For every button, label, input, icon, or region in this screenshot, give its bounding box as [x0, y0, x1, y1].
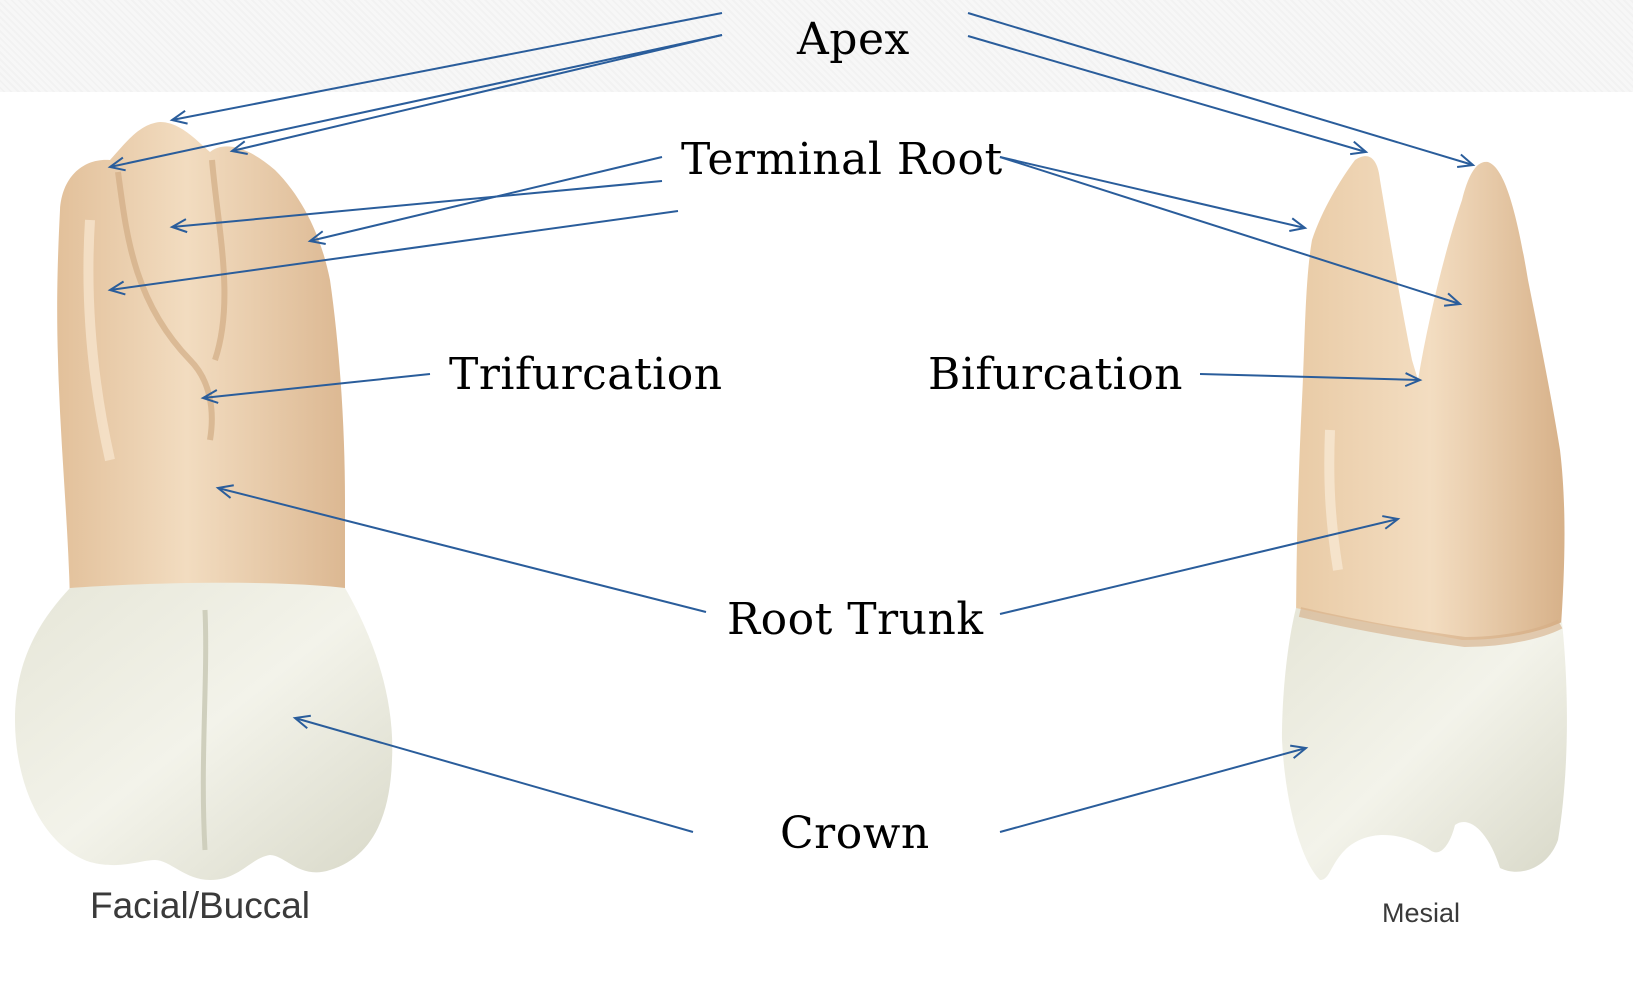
mesial-caption: Mesial	[1382, 898, 1460, 929]
terminal-root-arrow-4	[1000, 157, 1305, 228]
apex-label: Apex	[797, 18, 910, 62]
apex-arrow-2	[110, 35, 722, 167]
right-tooth-crown	[1282, 608, 1567, 880]
terminal-root-label: Terminal Root	[681, 138, 1003, 182]
terminal-root-arrow-5	[1000, 157, 1460, 304]
left-tooth-root	[57, 122, 345, 600]
apex-arrow-5	[968, 36, 1366, 152]
bifurcation-label: Bifurcation	[928, 353, 1183, 397]
apex-arrow-3	[232, 35, 722, 151]
trifurcation-label: Trifurcation	[449, 353, 723, 397]
crown-arrow-right	[1000, 748, 1306, 832]
crown-label: Crown	[780, 812, 930, 856]
apex-arrow-4	[968, 13, 1473, 165]
facial-buccal-caption: Facial/Buccal	[90, 885, 310, 927]
mesial-tooth	[1282, 156, 1567, 880]
apex-arrow-1	[172, 13, 722, 120]
root-trunk-label: Root Trunk	[727, 598, 984, 642]
left-crown-groove	[203, 610, 205, 850]
terminal-root-arrow-1	[310, 157, 662, 241]
